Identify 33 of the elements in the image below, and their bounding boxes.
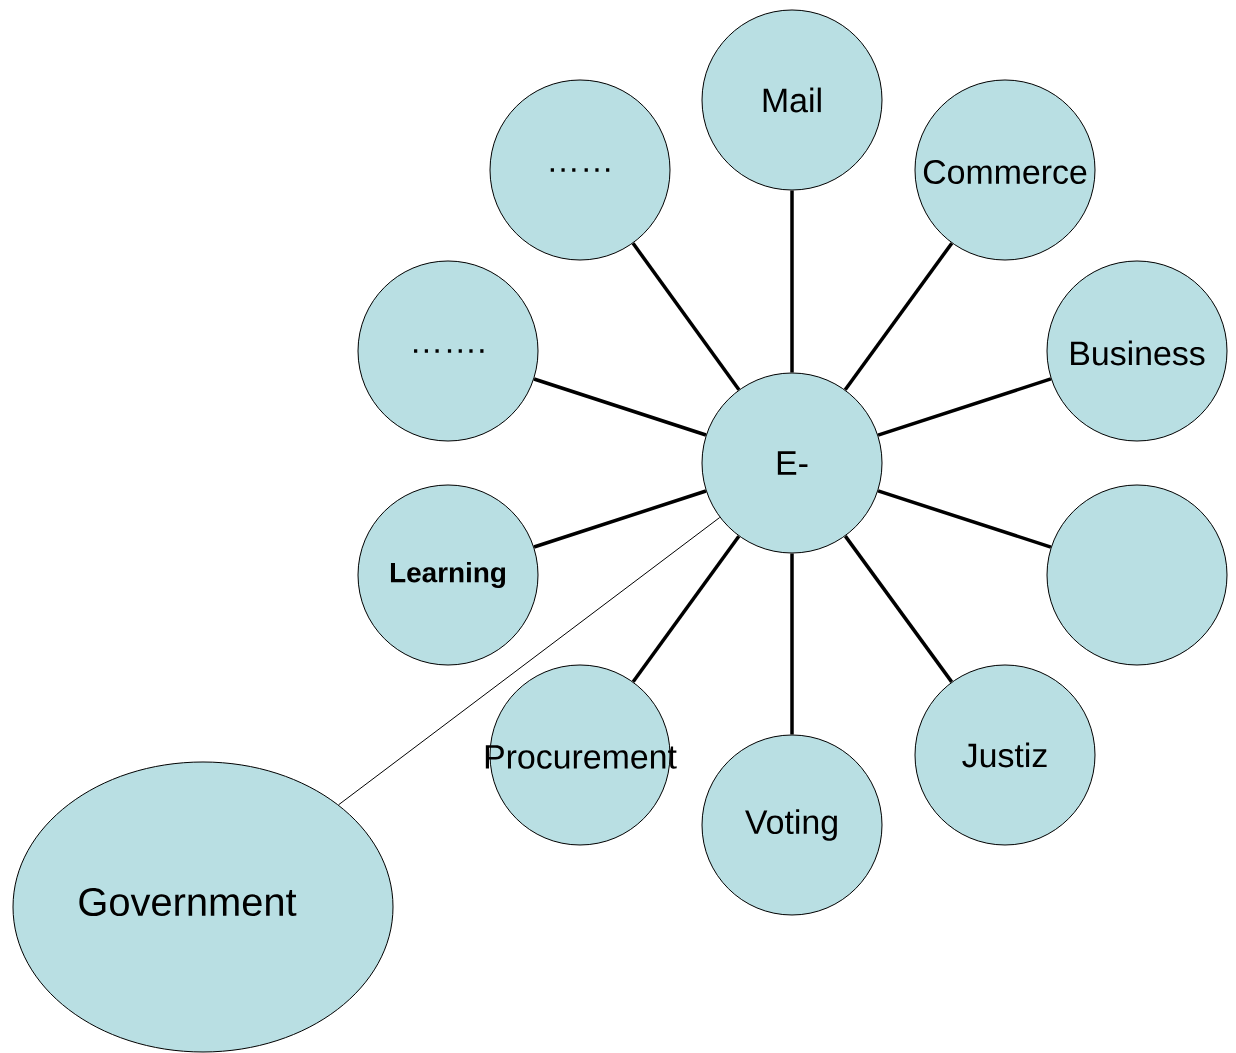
node-label: …… (550, 168, 610, 172)
node-label: Mail (763, 87, 821, 113)
node-label: Government (79, 887, 297, 917)
ellipse-node (12, 761, 394, 1053)
circle-node (701, 372, 883, 554)
circle-node (357, 484, 539, 666)
connector-line (631, 242, 741, 391)
node-label: Voting (745, 809, 837, 841)
connector-line (877, 489, 1052, 549)
node-label: Procurement (485, 745, 677, 769)
connector-line (533, 377, 707, 437)
connector-line (790, 553, 794, 735)
circle-node (914, 79, 1096, 261)
connector-line (843, 535, 954, 683)
node-label: ……. (414, 349, 484, 353)
node-label: Justiz (962, 742, 1047, 768)
node-label: Learning (390, 561, 506, 589)
connector-line (631, 535, 741, 683)
connector-line (790, 190, 794, 373)
circle-node (1046, 484, 1228, 666)
circle-node (1046, 260, 1228, 442)
circle-node (489, 79, 671, 261)
connector-line (533, 489, 707, 549)
connector-line (877, 377, 1052, 437)
circle-node (701, 734, 883, 916)
circle-node (914, 664, 1096, 846)
connector-line (338, 517, 721, 806)
node-label: Commerce (923, 160, 1087, 184)
circle-node (701, 9, 883, 191)
circle-node (357, 260, 539, 442)
node-label: E- (777, 451, 808, 475)
connector-line (843, 242, 954, 391)
node-label: Business (1071, 340, 1205, 366)
